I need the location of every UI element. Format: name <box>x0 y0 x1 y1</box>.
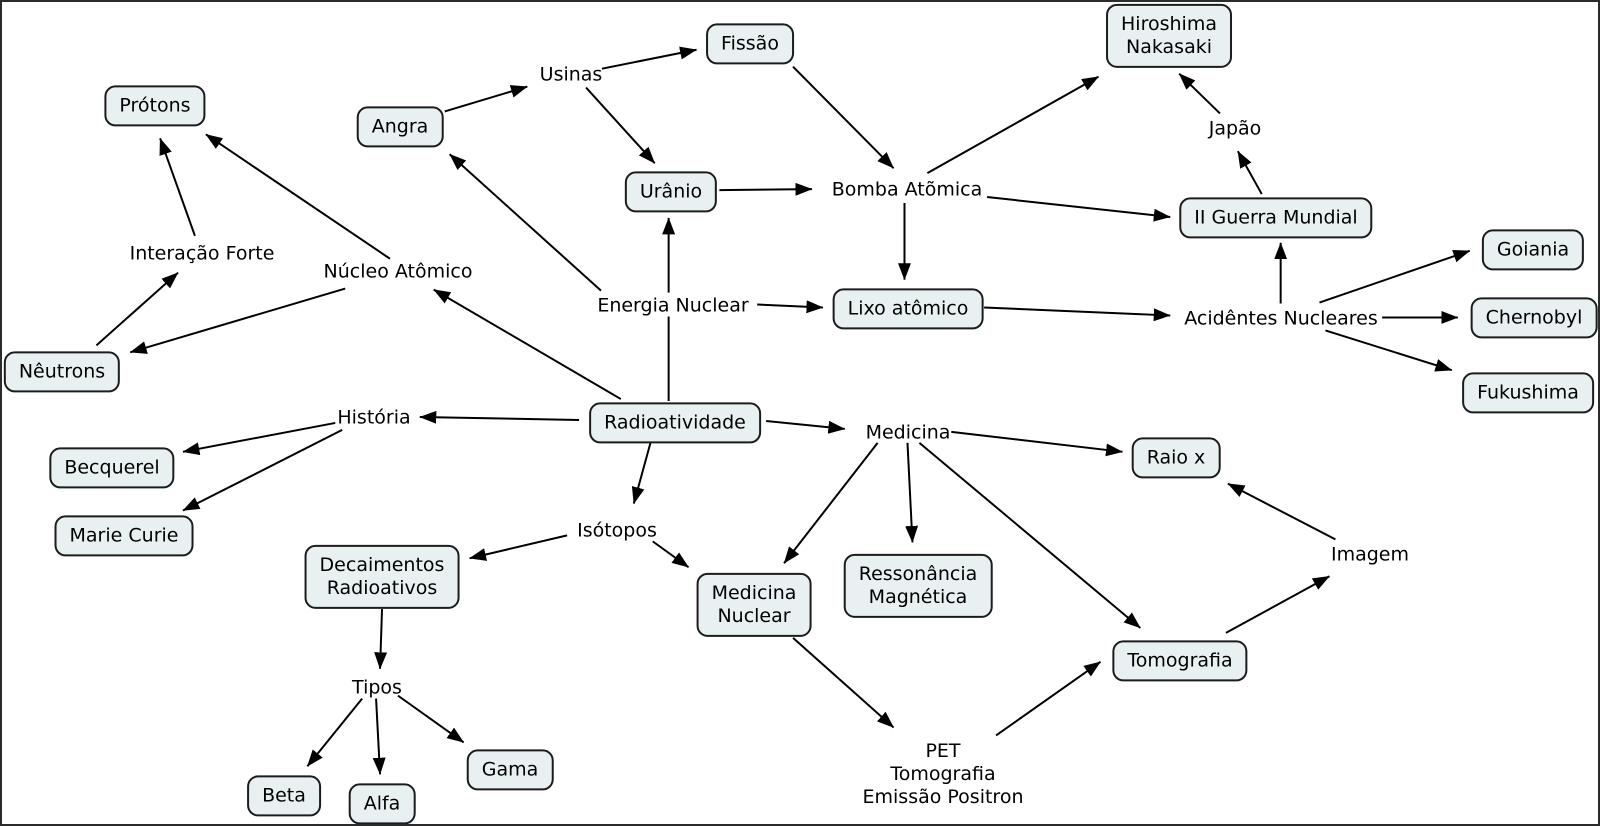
node-isotopos[interactable]: Isótopos <box>577 519 657 542</box>
edge-tipos-to-gama <box>397 694 465 744</box>
node-pet[interactable]: PET Tomografia Emissão Positron <box>862 740 1024 809</box>
node-angra[interactable]: Angra <box>356 106 444 148</box>
edge-lixo-atomico-to-acidentes-nucleares <box>984 306 1171 322</box>
node-tomografia[interactable]: Tomografia <box>1112 640 1248 682</box>
edge-bomba-atomica-to-ii-guerra-mundial <box>986 196 1171 222</box>
node-fukushima[interactable]: Fukushima <box>1462 372 1594 414</box>
node-raio-x[interactable]: Raio x <box>1131 437 1221 479</box>
node-beta[interactable]: Beta <box>247 775 321 817</box>
node-medicina-nuclear[interactable]: Medicina Nuclear <box>696 572 812 638</box>
node-decaimentos-radioativos[interactable]: Decaimentos Radioativos <box>304 544 460 610</box>
edge-energia-nuclear-to-lixo-atomico <box>757 300 824 314</box>
node-acidentes-nucleares[interactable]: Acidêntes Nucleares <box>1184 307 1378 330</box>
edge-decaimentos-radioativos-to-tipos <box>374 609 388 670</box>
node-neutrons[interactable]: Nêutrons <box>3 351 121 393</box>
edge-acidentes-nucleares-to-goiania <box>1319 249 1471 304</box>
edge-imagem-to-raio-x <box>1227 482 1336 541</box>
node-hiroshima-nakasaki[interactable]: Hiroshima Nakasaki <box>1106 3 1232 69</box>
node-bomba-atomica[interactable]: Bomba Atõmica <box>831 178 983 201</box>
edge-japao-to-hiroshima-nakasaki <box>1178 72 1221 115</box>
node-chernobyl[interactable]: Chernobyl <box>1470 297 1598 339</box>
node-ii-guerra-mundial[interactable]: II Guerra Mundial <box>1179 197 1373 239</box>
edge-nucleo-atomico-to-protons <box>205 133 391 260</box>
node-uranio[interactable]: Urânio <box>624 171 718 213</box>
node-ressonancia-magnetica[interactable]: Ressonância Magnética <box>843 553 993 619</box>
edge-angra-to-usinas <box>444 85 528 113</box>
node-alfa[interactable]: Alfa <box>348 783 416 824</box>
edge-medicina-to-medicina-nuclear <box>783 442 879 564</box>
edge-ii-guerra-mundial-to-japao <box>1237 150 1263 195</box>
node-lixo-atomico[interactable]: Lixo atômico <box>832 288 984 330</box>
node-marie-curie[interactable]: Marie Curie <box>54 515 194 557</box>
node-becquerel[interactable]: Becquerel <box>49 447 175 489</box>
edge-medicina-to-ressonancia-magnetica <box>905 442 919 543</box>
edge-tomografia-to-imagem <box>1225 575 1330 634</box>
node-protons[interactable]: Prótons <box>104 85 206 127</box>
edge-medicina-to-tomografia <box>918 442 1141 629</box>
edge-tipos-to-beta <box>306 697 363 767</box>
edge-radioatividade-to-medicina <box>766 419 846 434</box>
edge-medicina-to-raio-x <box>951 430 1123 457</box>
edge-fissao-to-bomba-atomica <box>792 65 895 169</box>
edge-neutrons-to-interacao-forte <box>95 271 179 347</box>
node-usinas[interactable]: Usinas <box>539 63 603 86</box>
node-imagem[interactable]: Imagem <box>1330 543 1410 566</box>
node-fissao[interactable]: Fissão <box>706 23 794 65</box>
edge-energia-nuclear-to-angra <box>449 153 602 292</box>
node-japao[interactable]: Japão <box>1208 117 1262 140</box>
node-goiania[interactable]: Goiania <box>1481 229 1585 271</box>
edge-historia-to-marie-curie <box>182 429 343 512</box>
edge-acidentes-nucleares-to-fukushima <box>1325 329 1453 372</box>
edge-isotopos-to-decaimentos-radioativos <box>469 534 568 561</box>
edge-pet-to-tomografia <box>995 660 1102 737</box>
node-energia-nuclear[interactable]: Energia Nuclear <box>597 294 749 317</box>
edge-usinas-to-fissao <box>601 46 697 70</box>
edge-nucleo-atomico-to-neutrons <box>129 287 346 354</box>
edge-uranio-to-bomba-atomica <box>719 182 813 196</box>
edge-medicina-nuclear-to-pet <box>792 637 895 729</box>
node-nucleo-atomico[interactable]: Núcleo Atômico <box>323 260 473 283</box>
node-radioatividade[interactable]: Radioatividade <box>589 402 761 444</box>
node-tipos[interactable]: Tipos <box>352 676 402 699</box>
edge-interacao-forte-to-protons <box>159 137 196 237</box>
edge-radioatividade-to-historia <box>419 410 580 424</box>
node-interacao-forte[interactable]: Interação Forte <box>129 242 275 265</box>
edge-isotopos-to-medicina-nuclear <box>652 540 690 569</box>
edge-tipos-to-alfa <box>372 698 386 775</box>
edge-historia-to-becquerel <box>182 421 336 456</box>
edge-usinas-to-uranio <box>585 86 656 164</box>
edge-radioatividade-to-nucleo-atomico <box>433 288 622 400</box>
edge-bomba-atomica-to-hiroshima-nakasaki <box>926 75 1100 175</box>
node-gama[interactable]: Gama <box>466 749 554 791</box>
node-medicina[interactable]: Medicina <box>865 421 951 444</box>
node-historia[interactable]: História <box>337 406 411 429</box>
edge-radioatividade-to-isotopos <box>631 441 652 505</box>
